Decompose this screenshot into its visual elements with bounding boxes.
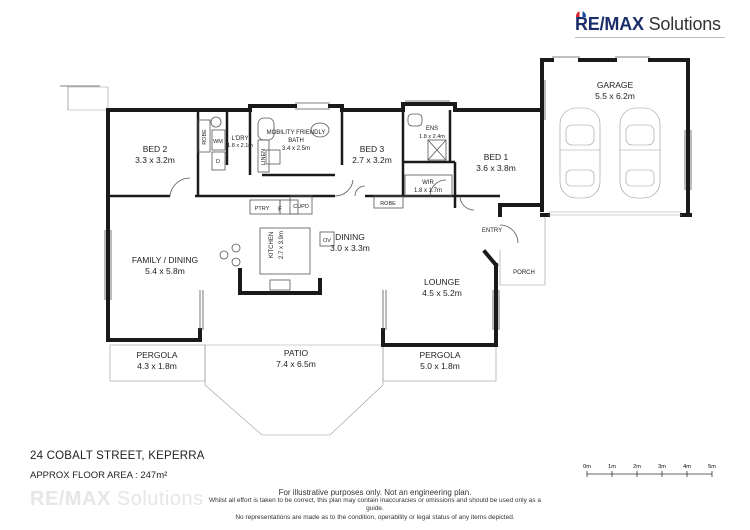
wir-label: WIR [422,180,434,186]
scale-bar: 0m 1m 2m 3m 4m 5m [583,464,716,477]
wir-dim: 1.8 x 1.7m [414,188,442,194]
ensuite-dim: 1.8 x 2.4m [419,134,445,140]
property-address: 24 COBALT STREET, KEPERRA [30,450,205,462]
wm-label: WM [213,139,223,145]
robe-bed3-label: ROBE [380,201,396,207]
brand-divider [575,37,725,38]
brand-name-bold: RE/MAX [575,14,644,34]
ensuite-label: ENS [426,126,438,132]
balloon-icon [576,11,586,17]
brand-logo: RE/MAX Solutions [575,11,721,35]
scale-label: 0m [583,464,591,470]
porch-label: PORCH [513,270,535,276]
scale-label: 3m [658,464,666,470]
kitchen-label: KITCHEN [269,232,275,258]
bed3-dim: 2.7 x 3.2m [352,155,392,165]
bathroom-fixtures [210,113,447,165]
disclaimer-line2: Whilst all effort is taken to be correct… [209,497,541,513]
floor-area: APPROX FLOOR AREA : 247m² [30,470,168,481]
scale-label: 2m [633,464,641,470]
pantry-label: PTRY [255,206,270,212]
lounge-dim: 4.5 x 5.2m [422,288,462,298]
scale-label: 5m [708,464,716,470]
disclaimer: For illustrative purposes only. Not an e… [200,488,550,522]
dryer-label: D [216,159,220,165]
garage-label: GARAGE [597,80,634,90]
room-labels: GARAGE 5.5 x 6.2m BED 2 3.3 x 3.2m L'DRY… [132,80,635,371]
bed2-dim: 3.3 x 3.2m [135,155,175,165]
fixture-labels: ROBE WM D LINEN ROBE PTRY F CUPD OV [202,129,396,244]
cupboard-label: CUPD [293,204,309,210]
pergola-right-dim: 5.0 x 1.8m [420,361,460,371]
family-label: FAMILY / DINING [132,255,198,265]
brand-name-light: Solutions [643,14,721,34]
laundry-dim: 1.8 x 2.1m [227,143,253,149]
pergola-right-label: PERGOLA [419,350,460,360]
watermark-bold: RE/MAX [30,488,111,510]
bed3-label: BED 3 [360,144,385,154]
windows [60,56,692,330]
dining-dim: 3.0 x 3.3m [330,243,370,253]
family-dim: 5.4 x 5.8m [145,266,185,276]
bed2-label: BED 2 [143,144,168,154]
exterior-walls [106,58,692,347]
bath-dim: 3.4 x 2.5m [282,146,310,152]
bed1-label: BED 1 [484,152,509,162]
garage-cars [548,107,682,216]
oven-label: OV [323,238,331,244]
pergola-left-label: PERGOLA [136,350,177,360]
bed1-dim: 3.6 x 3.8m [476,163,516,173]
fridge-label: F [278,207,282,213]
watermark-light: Solutions [110,488,204,510]
laundry-label: L'DRY [231,136,248,142]
disclaimer-line1: For illustrative purposes only. Not an e… [278,488,472,497]
pergola-left-dim: 4.3 x 1.8m [137,361,177,371]
lounge-label: LOUNGE [424,277,460,287]
bath-label-line2: BATH [288,138,304,144]
disclaimer-line3: No representations are made as to the co… [235,513,515,521]
garage-dim: 5.5 x 6.2m [595,91,635,101]
robe-bed2-label: ROBE [202,129,208,145]
scale-label: 4m [683,464,691,470]
dining-label: DINING [335,232,365,242]
watermark-logo: RE/MAX Solutions [30,488,204,511]
car-left-icon [559,107,601,199]
kitchen-dim: 2.7 x 3.9m [279,231,285,259]
entry-label: ENTRY [482,228,502,234]
patio-dim: 7.4 x 6.5m [276,359,316,369]
bath-label-line1: MOBILITY FRIENDLY [267,130,326,136]
door-swings [169,177,519,244]
kitchen-fixtures [219,195,335,291]
robe-lines [197,119,453,209]
car-right-icon [619,107,661,199]
linen-label: LINEN [261,149,267,165]
patio-label: PATIO [284,348,309,358]
scale-label: 1m [608,464,616,470]
